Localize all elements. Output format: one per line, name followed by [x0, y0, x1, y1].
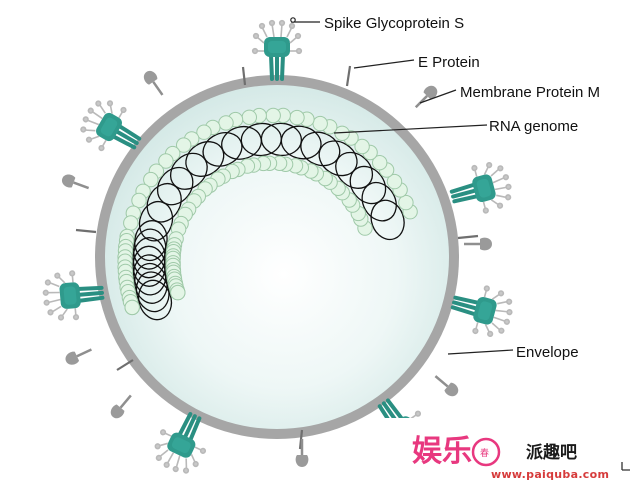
- rna-bead: [386, 173, 403, 190]
- rna-bead: [124, 299, 140, 316]
- rna-bead: [372, 155, 388, 171]
- rna-genome-coils: [132, 122, 405, 321]
- rna-coil-loop: [134, 262, 168, 304]
- rna-bead: [312, 115, 328, 132]
- rna-bead: [176, 137, 192, 153]
- label-envelope: Envelope: [516, 344, 579, 361]
- rna-coil-loop: [138, 200, 174, 242]
- rna-bead: [143, 171, 159, 188]
- label-leader-lines: [290, 17, 514, 355]
- rna-coil-loop: [132, 237, 166, 279]
- rna-bead: [241, 109, 258, 126]
- site-watermark: 娱乐 春 派趣吧 www.paiquba.com: [374, 418, 640, 491]
- rna-bead: [123, 215, 139, 231]
- rna-coil-loop: [137, 279, 173, 321]
- rna-bead: [265, 107, 281, 124]
- rna-bead: [196, 124, 212, 140]
- rna-bead: [289, 109, 305, 126]
- rna-coil-loop: [134, 220, 168, 262]
- watermark-site-name: 派趣吧: [526, 442, 577, 463]
- watermark-url: www.paiquba.com: [491, 468, 609, 481]
- corner-mark-icon: [621, 462, 630, 471]
- watermark-seal-icon: [471, 437, 501, 467]
- label-membrane-protein: Membrane Protein M: [460, 84, 600, 101]
- rna-coil-loop: [135, 271, 170, 313]
- label-spike-glycoprotein: Spike Glycoprotein S: [324, 15, 464, 32]
- rna-bead: [354, 138, 370, 155]
- rna-bead: [170, 284, 186, 301]
- rna-coil-loop: [318, 140, 358, 177]
- rna-coil-loop: [133, 228, 167, 270]
- rna-coil-loop: [185, 141, 225, 177]
- rna-bead: [398, 194, 414, 211]
- rna-coil-loop: [132, 245, 166, 287]
- rna-bead: [131, 192, 147, 209]
- label-rna-genome: RNA genome: [489, 118, 578, 135]
- watermark-brand: 娱乐: [412, 434, 472, 469]
- rna-coil-loop: [133, 254, 167, 296]
- virus-interior: [105, 85, 449, 429]
- rna-bead: [218, 115, 234, 131]
- watermark-seal: 春: [480, 447, 489, 459]
- e-protein-markers: [75, 65, 479, 450]
- rna-genome-beads: [117, 107, 418, 316]
- label-e-protein: E Protein: [418, 54, 480, 71]
- rna-bead: [158, 153, 174, 169]
